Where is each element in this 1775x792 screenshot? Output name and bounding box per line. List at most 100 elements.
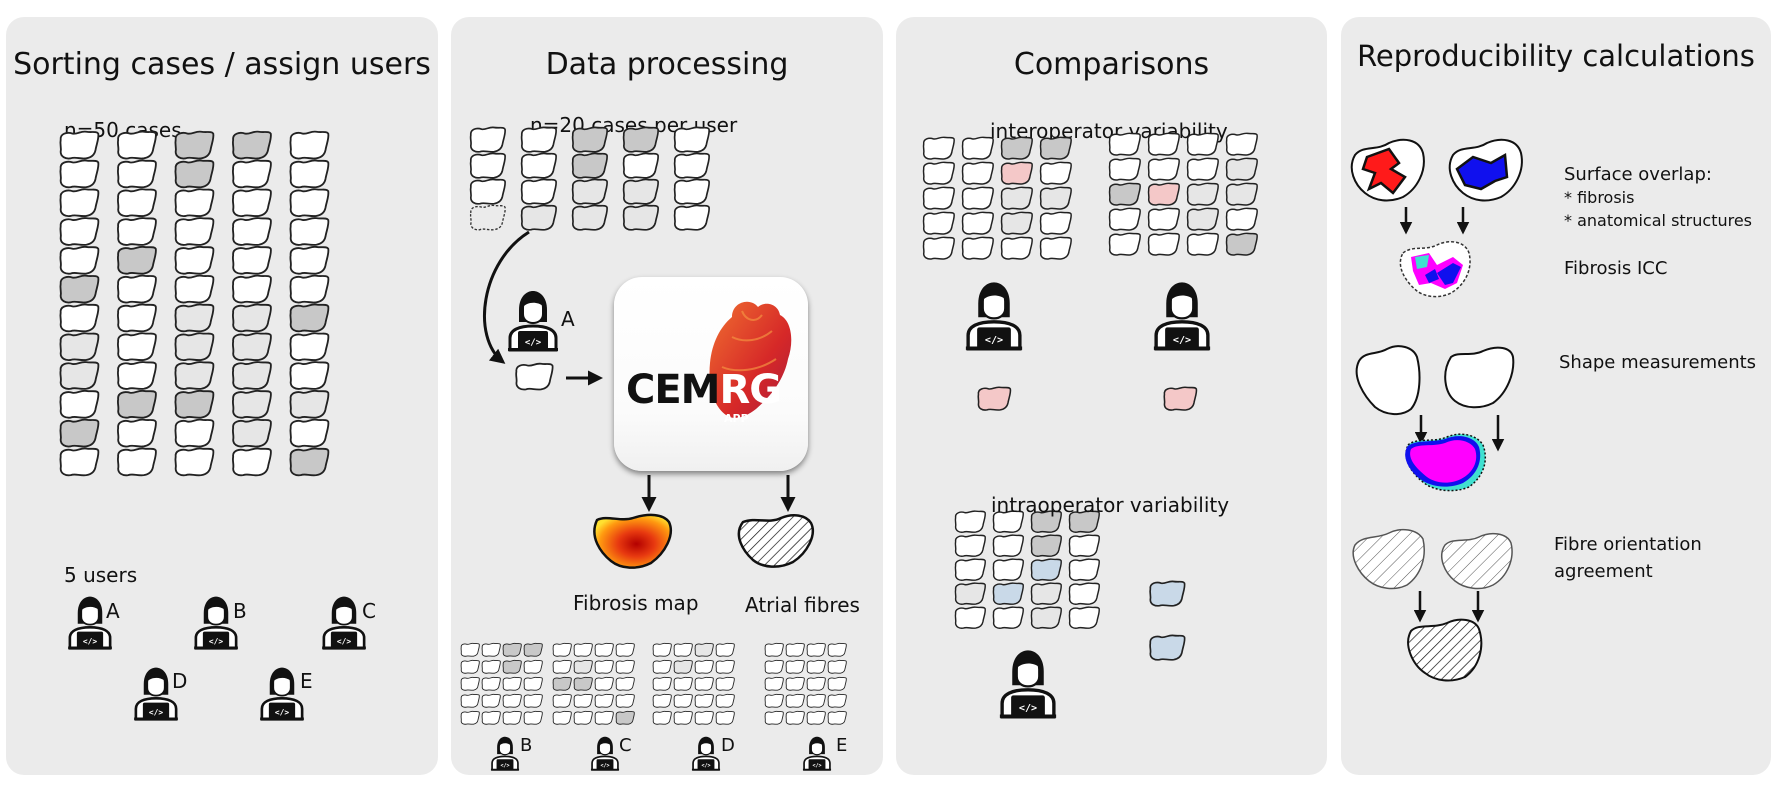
case-icon: [552, 659, 572, 674]
case-icon: [673, 659, 693, 674]
case-icon: [673, 204, 711, 231]
case-icon: [231, 159, 272, 189]
case-icon: [715, 693, 735, 708]
case-icon: [615, 676, 635, 691]
case-icon: [289, 159, 330, 189]
case-icon: [552, 642, 572, 657]
case-icon: [622, 204, 660, 231]
case-icon: [174, 159, 215, 189]
case-icon: [652, 642, 672, 657]
case-icon: [174, 217, 215, 246]
case-icon: [673, 642, 693, 657]
icc-label: Fibrosis ICC: [1564, 258, 1668, 279]
app-sub: APP: [724, 412, 749, 425]
case-icon: [622, 152, 660, 179]
case-icon: [922, 136, 955, 160]
case-icon: [59, 188, 100, 218]
case-icon: [1225, 157, 1258, 181]
case-icon: [694, 676, 714, 691]
heart-icon: [709, 301, 792, 418]
case-icon: [1186, 232, 1219, 256]
case-icon: [460, 710, 480, 725]
panel-processing: Data processing n=20 cases per user A CE…: [451, 17, 883, 775]
case-icon: [827, 693, 847, 708]
case-icon: [806, 659, 826, 674]
case-icon: [59, 447, 100, 477]
app-name-left: CEM: [626, 367, 720, 413]
user-icon-d: [688, 735, 724, 771]
case-icon: [922, 186, 955, 210]
case-icon: [174, 361, 215, 390]
case-icon: [116, 188, 157, 218]
case-icon: [1068, 582, 1100, 605]
user-icon-c: [587, 735, 623, 771]
case-icon: [827, 676, 847, 691]
case-icon: [231, 188, 272, 218]
case-icon: [573, 659, 593, 674]
case-icon: [954, 510, 986, 533]
case-icon: [116, 389, 157, 419]
case-icon: [615, 693, 635, 708]
case-icon: [827, 659, 847, 674]
case-icon: [992, 582, 1024, 605]
fibrosis-map-shape: [593, 513, 672, 569]
case-icon: [59, 332, 100, 362]
case-icon: [523, 693, 543, 708]
case-icon: [59, 418, 100, 448]
case-icon: [59, 361, 100, 390]
case-icon: [571, 152, 609, 179]
case-icon: [694, 659, 714, 674]
case-icon: [764, 659, 784, 674]
interoperator-label: interoperator variability: [990, 119, 1228, 143]
case-icon: [715, 659, 735, 674]
case-icon: [523, 659, 543, 674]
case-icon: [961, 186, 994, 210]
fibre-case-2: [1441, 532, 1513, 590]
case-icon: [571, 178, 609, 205]
case-icon: [806, 642, 826, 657]
atrial-fibres-label: Atrial fibres: [745, 593, 860, 617]
case-icon: [174, 188, 215, 218]
fibre-orientation-label: Fibre orientation: [1554, 534, 1702, 555]
case-icon: [523, 710, 543, 725]
case-icon: [992, 606, 1024, 629]
case-icon: [289, 274, 330, 304]
selected-case-icon: [512, 361, 556, 393]
case-icon: [481, 659, 501, 674]
case-icon: [1225, 232, 1258, 256]
case-icon: [806, 693, 826, 708]
case-icon: [460, 693, 480, 708]
case-icon: [174, 303, 215, 333]
case-icon: [116, 245, 157, 275]
case-icon: [1000, 161, 1033, 185]
cemrg-app-icon[interactable]: CEMRG APP: [614, 277, 808, 471]
fibre-agreement-label: agreement: [1554, 561, 1653, 582]
case-icon: [289, 245, 330, 275]
case-icon: [116, 447, 157, 477]
case-icon: [1030, 606, 1062, 629]
case-icon: [481, 642, 501, 657]
case-icon: [552, 710, 572, 725]
case-icon: [481, 676, 501, 691]
case-icon: [1108, 182, 1141, 206]
user-label-d: D: [721, 735, 735, 756]
app-name: CEMRG: [626, 367, 782, 413]
icc-magenta-region: [1411, 253, 1463, 289]
user-label-e: E: [300, 669, 313, 693]
case-icon: [231, 361, 272, 390]
case-icon: [694, 642, 714, 657]
case-icon: [1149, 634, 1186, 661]
case-icon: [116, 159, 157, 189]
case-icon: [552, 676, 572, 691]
case-icon: [1030, 582, 1062, 605]
case-icon: [1068, 558, 1100, 581]
case-icon: [502, 659, 522, 674]
case-icon: [502, 710, 522, 725]
case-icon: [289, 418, 330, 448]
case-icon: [961, 161, 994, 185]
case-icon: [231, 447, 272, 477]
case-icon: [469, 204, 506, 231]
case-icon: [520, 152, 558, 179]
case-icon: [764, 710, 784, 725]
case-icon: [615, 659, 635, 674]
